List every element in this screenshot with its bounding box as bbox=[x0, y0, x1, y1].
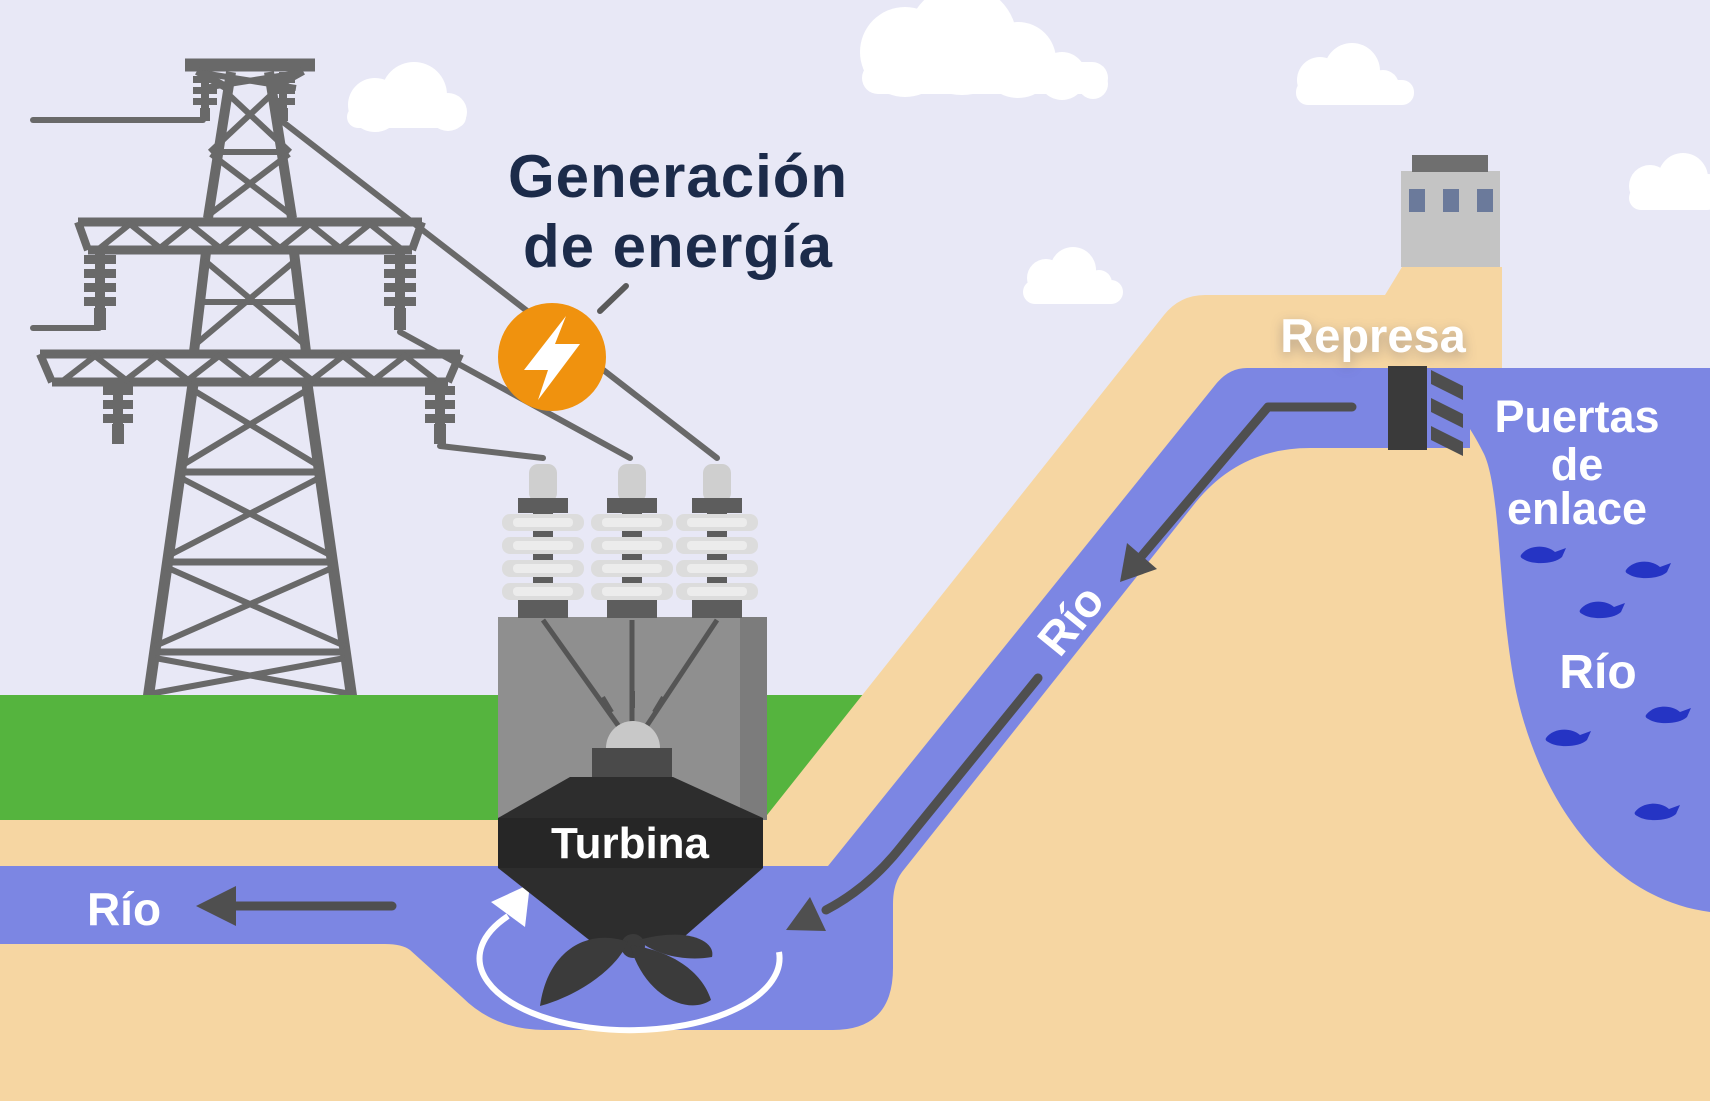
flow-arrow-line bbox=[821, 673, 1043, 915]
arrowhead-icon bbox=[196, 886, 236, 926]
turbine-assembly bbox=[498, 777, 763, 1006]
cloud-icon bbox=[1629, 153, 1710, 210]
insulator-icon bbox=[84, 250, 416, 330]
cloud-icon bbox=[1023, 247, 1123, 304]
turbine-label-band bbox=[498, 818, 763, 868]
insulator-icon bbox=[591, 464, 673, 618]
insulator-icon bbox=[502, 464, 584, 618]
link-gates-icon bbox=[1431, 370, 1463, 456]
label-dam: Represa bbox=[1280, 309, 1466, 362]
arrowheads bbox=[196, 543, 1157, 931]
dam-building bbox=[1401, 155, 1500, 267]
fish-icon bbox=[1545, 729, 1591, 747]
label-turbine: Turbina bbox=[551, 819, 710, 868]
insulator-icon bbox=[676, 464, 758, 618]
fish-icon bbox=[1645, 706, 1691, 724]
insulator-icon bbox=[103, 382, 455, 444]
flow-arrow-line bbox=[1135, 402, 1357, 563]
label-link-gates-line3: enlace bbox=[1507, 483, 1647, 534]
arrowhead-icon bbox=[786, 897, 826, 931]
insulator-icon bbox=[193, 72, 295, 121]
arrowhead-icon bbox=[1120, 543, 1157, 582]
fish-icon bbox=[1634, 803, 1680, 821]
label-river-reservoir: Río bbox=[1559, 646, 1636, 699]
page-title-line1: Generación bbox=[508, 143, 848, 210]
propeller-icon bbox=[540, 934, 713, 1006]
rotation-arrowhead-icon bbox=[491, 884, 530, 927]
flow-arrows bbox=[213, 402, 1357, 915]
powerhouse-building bbox=[498, 464, 767, 820]
fish-school bbox=[1520, 546, 1691, 821]
label-link-gates: Puertas de enlace bbox=[1494, 391, 1659, 534]
label-link-gates-line1: Puertas bbox=[1494, 391, 1659, 442]
cloud-icon bbox=[1296, 43, 1414, 105]
window-icon bbox=[1477, 189, 1493, 212]
cloud-icon bbox=[347, 62, 467, 132]
label-link-gates-line2: de bbox=[1551, 439, 1604, 490]
generator-pedestal bbox=[592, 748, 672, 778]
dam-building-roof bbox=[1412, 155, 1488, 172]
window-icon bbox=[1443, 189, 1459, 212]
label-river-left: Río bbox=[87, 883, 161, 935]
clouds bbox=[347, 0, 1710, 304]
rotation-arrow bbox=[476, 913, 783, 1034]
lightning-bolt-icon bbox=[524, 316, 580, 400]
fish-icon bbox=[1625, 561, 1671, 579]
dam-gate-bar bbox=[1388, 366, 1427, 450]
window-icon bbox=[1409, 189, 1425, 212]
transmission-tower-icon bbox=[30, 58, 720, 700]
generator-dome-icon bbox=[606, 721, 660, 748]
page-title-line2: de energía bbox=[523, 213, 833, 280]
river-channel-water bbox=[0, 368, 1470, 1030]
fish-icon bbox=[1579, 601, 1625, 619]
roof-insulators bbox=[502, 464, 758, 618]
reservoir-water bbox=[1460, 368, 1710, 912]
title-pointer-line bbox=[597, 283, 629, 314]
cloud-icon bbox=[860, 0, 1108, 100]
fish-icon bbox=[1520, 546, 1566, 564]
